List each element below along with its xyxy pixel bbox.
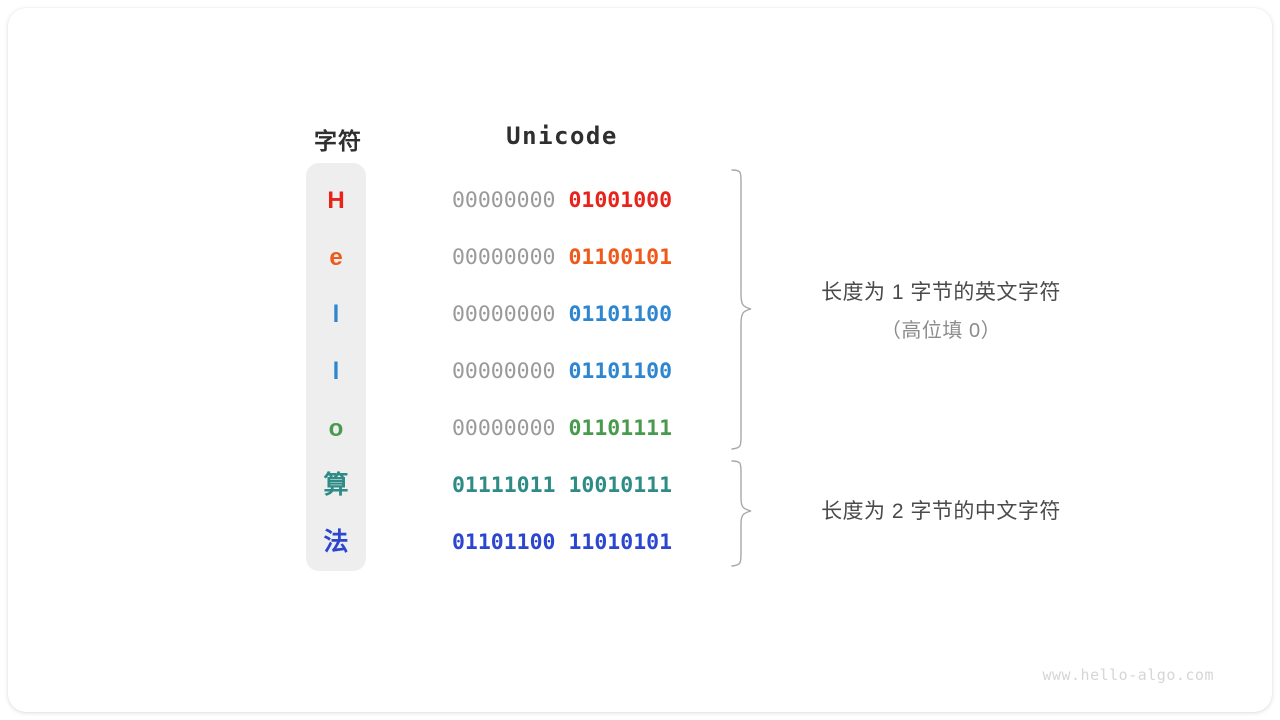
watermark-url: www.hello-algo.com xyxy=(1042,666,1214,684)
brace-single-byte xyxy=(731,169,752,450)
row-high-byte: 00000000 xyxy=(451,302,556,327)
unicode-encoding-diagram: 字符 Unicode H 00000000 01001000 e 00000000 0… xyxy=(8,8,1272,712)
brace-double-byte xyxy=(731,460,752,567)
encoding-row: 法 01101100 11010101 xyxy=(8,514,1272,571)
annotation-single-byte-main: 长度为 1 字节的英文字符 xyxy=(821,281,1061,304)
row-high-byte: 01101100 xyxy=(451,530,556,555)
row-high-byte: 00000000 xyxy=(451,245,556,270)
row-character: 算 xyxy=(323,471,349,499)
encoding-row: l 00000000 01101100 xyxy=(8,343,1272,400)
row-binary-code: 00000000 01100101 xyxy=(432,229,692,286)
encoding-row: H 00000000 01001000 xyxy=(8,172,1272,229)
row-binary-code: 00000000 01101111 xyxy=(432,400,692,457)
annotation-double-byte: 长度为 2 字节的中文字符 xyxy=(776,495,1106,525)
encoding-row: 算 01111011 10010111 xyxy=(8,457,1272,514)
row-binary-code: 00000000 01001000 xyxy=(432,172,692,229)
row-character: e xyxy=(329,244,343,271)
column-header-character: 字符 xyxy=(314,128,362,154)
row-binary-code: 01111011 10010111 xyxy=(432,457,692,514)
figure-card: 字符 Unicode H 00000000 01001000 e 00000000 0… xyxy=(8,8,1272,712)
column-header-unicode: Unicode xyxy=(506,122,618,150)
row-binary-code: 00000000 01101100 xyxy=(432,286,692,343)
row-low-byte: 01001000 xyxy=(568,188,673,213)
row-binary-code: 00000000 01101100 xyxy=(432,343,692,400)
row-low-byte: 01100101 xyxy=(568,245,673,270)
row-low-byte: 11010101 xyxy=(568,530,673,555)
encoding-row: e 00000000 01100101 xyxy=(8,229,1272,286)
row-high-byte: 01111011 xyxy=(451,473,556,498)
row-low-byte: 01101111 xyxy=(568,416,673,441)
row-character: H xyxy=(327,187,345,214)
row-character: o xyxy=(328,415,344,442)
row-character: l xyxy=(332,358,340,385)
encoding-row-list: H 00000000 01001000 e 00000000 01100101 l 000… xyxy=(8,8,1272,712)
annotation-single-byte-sub: （高位填 0） xyxy=(880,320,1002,342)
row-binary-code: 01101100 11010101 xyxy=(432,514,692,571)
row-high-byte: 00000000 xyxy=(451,416,556,441)
row-character: l xyxy=(332,301,340,328)
encoding-row: l 00000000 01101100 xyxy=(8,286,1272,343)
row-character: 法 xyxy=(323,528,349,556)
annotation-single-byte: 长度为 1 字节的英文字符 （高位填 0） xyxy=(776,276,1106,343)
row-high-byte: 00000000 xyxy=(451,188,556,213)
row-high-byte: 00000000 xyxy=(451,359,556,384)
row-low-byte: 10010111 xyxy=(568,473,673,498)
annotation-double-byte-main: 长度为 2 字节的中文字符 xyxy=(821,500,1061,523)
row-low-byte: 01101100 xyxy=(568,302,673,327)
encoding-row: o 00000000 01101111 xyxy=(8,400,1272,457)
row-low-byte: 01101100 xyxy=(568,359,673,384)
character-column-background xyxy=(306,163,366,571)
